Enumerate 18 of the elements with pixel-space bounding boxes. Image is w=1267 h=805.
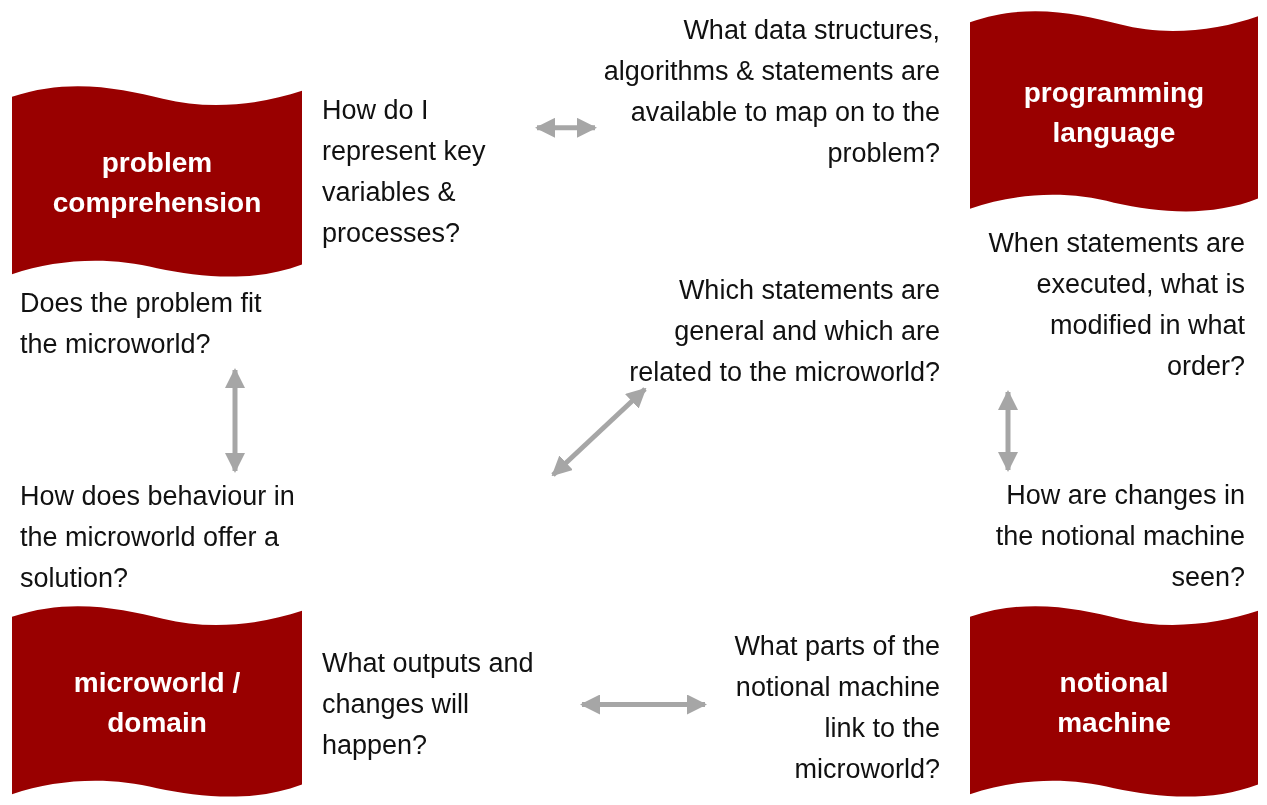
question-text: What outputs and changes will happen? <box>322 643 577 766</box>
banner-title: microworld / domain <box>72 665 242 740</box>
question-text: What data structures, algorithms & statements are available to map on to the problem? <box>600 10 940 174</box>
question-text: What parts of the notional machine link to the microworld? <box>710 626 940 790</box>
double-arrow <box>580 694 707 715</box>
double-arrow <box>551 387 647 477</box>
question-text: How are changes in the notional machine seen? <box>975 475 1245 598</box>
banner-title: programming language <box>1022 75 1206 150</box>
double-arrow <box>225 368 245 473</box>
banner-title: notional machine <box>1056 665 1172 740</box>
question-text: How do I represent key variables & processes? <box>322 90 532 254</box>
banner-title: problem comprehension <box>51 145 263 220</box>
question-text: How does behaviour in the microworld offer a solution? <box>20 476 335 599</box>
double-arrow <box>998 390 1018 472</box>
question-text: Does the problem fit the microworld? <box>20 283 295 365</box>
question-text: When statements are executed, what is modified in what order? <box>975 223 1245 387</box>
double-arrow <box>535 117 597 138</box>
question-text: Which statements are general and which are related to the microworld? <box>605 270 940 393</box>
